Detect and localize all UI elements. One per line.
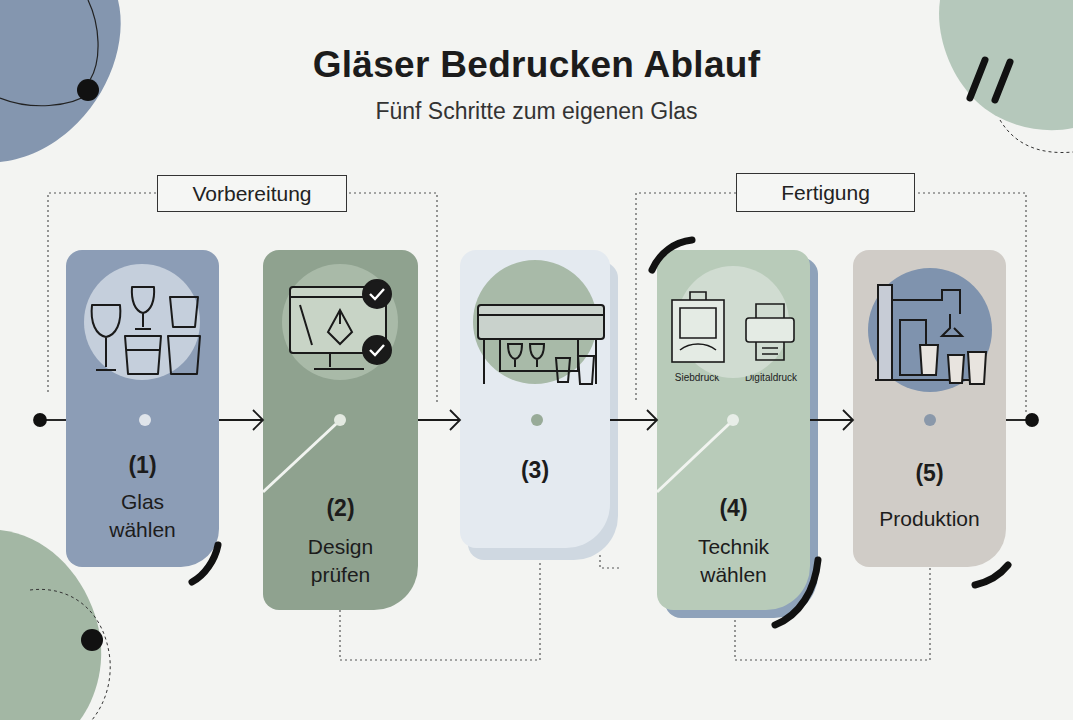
- flow-arrow: [219, 410, 263, 430]
- design-icon: [290, 280, 391, 369]
- monitor-stand: [290, 297, 386, 369]
- step-number: (3): [465, 455, 605, 486]
- machine-arm: [875, 290, 970, 380]
- printer-body: [478, 305, 604, 339]
- flow-line: [810, 419, 853, 421]
- step-card: (5) Produktion: [853, 250, 1006, 567]
- flow-arrow: [810, 410, 853, 430]
- flow-line: [610, 419, 657, 421]
- check-mark: [370, 345, 384, 355]
- step-number: (2): [271, 493, 411, 524]
- step-label: Design prüfen: [286, 533, 396, 590]
- arrow-head: [253, 410, 263, 430]
- tumbler: [170, 297, 198, 327]
- arrow-head: [647, 410, 657, 430]
- flow-line: [418, 419, 460, 421]
- check-badge: [363, 336, 391, 364]
- step-number: (5): [860, 458, 1000, 489]
- flow-arrow: [418, 410, 460, 430]
- step-dot: [924, 414, 936, 426]
- icon-label: Digitaldruck: [733, 371, 809, 385]
- icon-circle: [677, 266, 789, 378]
- check-badge: [363, 280, 391, 308]
- icon-circle: [473, 260, 597, 384]
- step-label: Technik wählen: [674, 533, 794, 590]
- diagram-title: Gläser Bedrucken Ablauf: [0, 44, 1073, 86]
- printer-icon: [478, 305, 604, 384]
- step-number: (1): [73, 450, 213, 481]
- step-dot: [139, 414, 151, 426]
- print-glasses: [508, 344, 544, 367]
- decor-dot: [81, 629, 103, 651]
- glass-icons: [92, 287, 200, 374]
- pen-tool: [300, 305, 352, 345]
- accent-arc: [192, 545, 218, 582]
- tumbler: [168, 336, 200, 374]
- flow-arrow: [610, 410, 657, 430]
- group-label: Fertigung: [736, 173, 915, 212]
- accent-arc: [975, 565, 1008, 585]
- step-number: (4): [664, 493, 804, 524]
- decor-strokes: [970, 60, 1010, 100]
- accent-arc: [652, 240, 692, 270]
- end-dot: [1026, 414, 1038, 426]
- step-card: SiebdruckDigitaldruck (4) Technik wählen: [657, 250, 810, 610]
- wine-glass: [132, 287, 154, 329]
- blob: [0, 0, 121, 162]
- screen-frame: [672, 300, 724, 362]
- subtitle: Fünf Schritte zum eigenen Glas: [0, 98, 1073, 125]
- arrow-head: [843, 410, 853, 430]
- screen-print: [680, 292, 716, 350]
- decor-line: [30, 589, 110, 720]
- decor-line: [88, 0, 98, 80]
- printer-frame: [478, 315, 604, 384]
- group-label: Vorbereitung: [157, 175, 347, 212]
- group-brackets: [48, 193, 1026, 660]
- accent-lines: [263, 424, 729, 492]
- accent-arc: [775, 560, 818, 625]
- accent-line: [657, 424, 729, 492]
- arrow-head: [450, 410, 460, 430]
- desktop-printer: [756, 304, 784, 360]
- step-dot: [727, 414, 739, 426]
- step-label: Produktion: [857, 505, 1002, 533]
- blob: [939, 0, 1073, 130]
- step-card: (1) Glas wählen: [66, 250, 219, 567]
- step-dot: [531, 414, 543, 426]
- check-mark: [370, 289, 384, 299]
- end-dot: [34, 414, 46, 426]
- decor-line: [1000, 120, 1073, 153]
- icon-circle: [868, 268, 992, 392]
- icon-label: Siebdruck: [663, 371, 731, 385]
- wine-glass: [92, 305, 121, 370]
- technique-icons: [672, 292, 794, 362]
- icon-circles: [84, 260, 992, 392]
- tumblers: [556, 356, 594, 384]
- tumbler: [125, 336, 161, 374]
- monitor: [290, 287, 386, 353]
- step-card: (3): [460, 250, 610, 548]
- printed-glasses: [920, 345, 986, 384]
- flow-line: [219, 419, 263, 421]
- printer-body: [746, 318, 794, 342]
- icon-circle: [84, 264, 200, 380]
- decor-dot: [77, 79, 99, 101]
- step-card: (2) Design prüfen: [263, 250, 418, 610]
- step-dot: [334, 414, 346, 426]
- machine-icon: [875, 285, 986, 384]
- step-dots: [139, 414, 936, 426]
- machine-column: [878, 285, 892, 380]
- accent-arcs: [192, 240, 1008, 625]
- icon-circle: [282, 264, 398, 380]
- step-label: Glas wählen: [98, 488, 188, 545]
- accent-line: [263, 424, 336, 492]
